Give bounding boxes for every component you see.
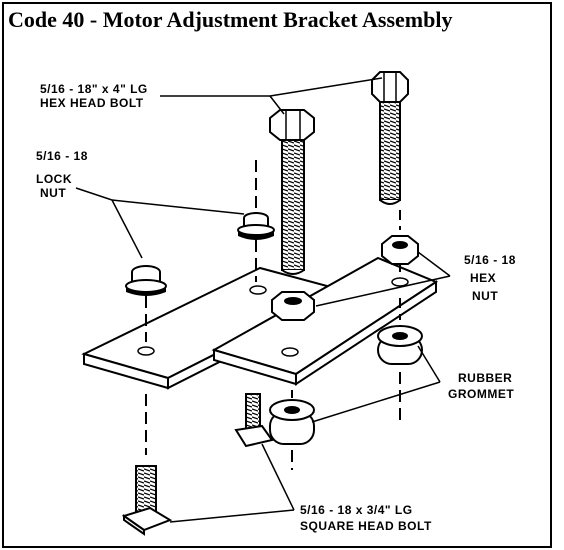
label-grommet-line1: RUBBER [458,371,512,385]
square-head-bolt-lower [121,465,173,536]
lock-nut-left [125,265,167,296]
label-hex-nut-size: 5/16 - 18 [464,253,516,267]
label-hex-nut-line2: NUT [472,289,498,303]
square-head-bolt-upper [234,393,274,448]
rubber-grommet-lower [269,399,315,445]
label-hex-bolt-size: 5/16 - 18" x 4" LG [40,82,148,96]
hex-nut-center [271,291,315,321]
label-square-bolt-name: SQUARE HEAD BOLT [300,519,432,533]
hex-head-bolt-long [269,109,315,275]
label-hex-bolt-name: HEX HEAD BOLT [40,96,144,110]
label-hex-nut-line1: HEX [470,271,496,285]
lock-nut-center [237,212,275,240]
label-lock-nut-size: 5/16 - 18 [36,149,88,163]
label-square-bolt-size: 5/16 - 18 x 3/4" LG [300,503,413,517]
hex-head-bolt-right [371,71,409,205]
label-lock-nut-line1: LOCK [36,172,72,186]
leader-lines [75,77,451,523]
rubber-grommet-upper [377,325,423,365]
center-lines [145,160,401,470]
label-lock-nut-line2: NUT [40,186,66,200]
diagram-title: Code 40 - Motor Adjustment Bracket Assem… [8,7,453,32]
hex-nut-right [381,235,419,265]
label-grommet-line2: GROMMET [448,387,514,401]
